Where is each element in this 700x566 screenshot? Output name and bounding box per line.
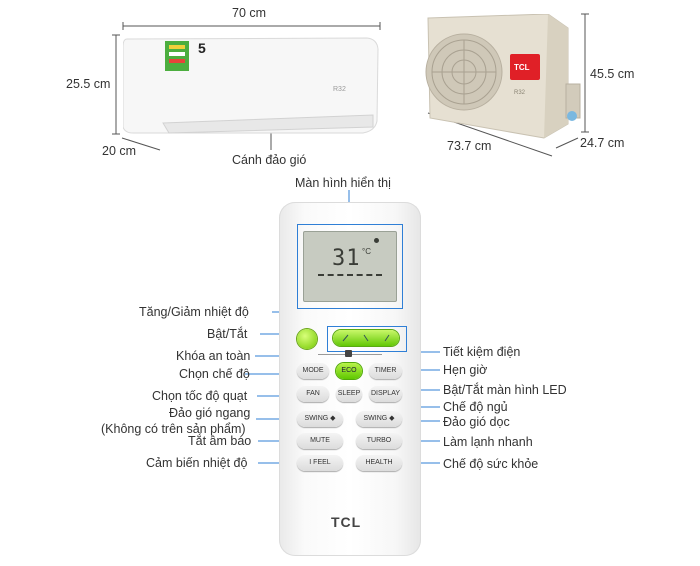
fan-button[interactable]: FAN xyxy=(297,386,329,402)
indoor-unit: 5 R32 xyxy=(122,35,380,135)
screen-unit: °C xyxy=(362,247,371,256)
screen-bars xyxy=(318,274,382,279)
display-button[interactable]: DISPLAY xyxy=(369,386,402,402)
outdoor-unit: TCL R32 xyxy=(418,13,586,142)
callout-mute: Tắt âm báo xyxy=(188,434,252,448)
display-highlight xyxy=(297,224,403,309)
temp-highlight xyxy=(327,326,407,352)
outdoor-refrigerant-text: R32 xyxy=(514,90,526,96)
outdoor-height-label: 45.5 cm xyxy=(590,67,635,81)
callout-turbo: Làm lạnh nhanh xyxy=(443,435,533,449)
swing-vertical-button[interactable]: SWING ◆ xyxy=(356,411,402,427)
remote-brand-logo: TCL xyxy=(331,514,362,530)
callout-temp: Tăng/Giảm nhiệt độ xyxy=(139,305,249,319)
indoor-refrigerant-text: R32 xyxy=(333,86,346,93)
timer-button[interactable]: TIMER xyxy=(369,363,402,379)
lcd-screen: 31 °C xyxy=(303,231,397,302)
screen-indicator-icon xyxy=(374,238,379,243)
indoor-width-label: 70 cm xyxy=(232,6,267,20)
swing-horizontal-button[interactable]: SWING ◆ xyxy=(297,411,343,427)
callout-health: Chế độ sức khỏe xyxy=(443,457,539,471)
callout-mode: Chọn chế độ xyxy=(179,367,250,381)
louver-label: Cánh đảo gió xyxy=(232,153,307,167)
indoor-height-label: 25.5 cm xyxy=(66,77,111,91)
indoor-depth-label: 20 cm xyxy=(102,144,137,158)
callout-timer: Hẹn giờ xyxy=(443,363,488,377)
mute-button[interactable]: MUTE xyxy=(297,433,343,449)
outdoor-depth-label: 24.7 cm xyxy=(580,136,625,150)
display-callout: Màn hình hiển thị xyxy=(295,176,391,190)
outdoor-brand-text: TCL xyxy=(514,63,530,72)
screen-temp: 31 xyxy=(332,246,361,271)
callout-power: Bật/Tắt xyxy=(207,327,248,341)
callout-swing-h-note: (Không có trên sản phẩm) xyxy=(101,422,246,436)
callout-lock: Khóa an toàn xyxy=(176,349,251,363)
outdoor-width-label: 73.7 cm xyxy=(447,139,492,153)
sleep-button[interactable]: SLEEP xyxy=(336,386,362,402)
eco-button[interactable]: ECO xyxy=(336,363,362,379)
callout-fan: Chọn tốc độ quạt xyxy=(152,389,248,403)
callout-eco: Tiết kiệm điện xyxy=(443,345,521,359)
ifeel-button[interactable]: I FEEL xyxy=(297,455,343,471)
callout-sleep: Chế độ ngủ xyxy=(443,400,508,414)
callout-swing-v: Đảo gió dọc xyxy=(443,415,510,429)
lock-icon xyxy=(345,350,352,357)
mode-button[interactable]: MODE xyxy=(297,363,329,379)
power-button[interactable] xyxy=(297,329,317,349)
temp-up-down-button[interactable] xyxy=(333,330,399,346)
callout-display: Bật/Tắt màn hình LED xyxy=(443,383,567,397)
turbo-button[interactable]: TURBO xyxy=(356,433,402,449)
callout-swing-h: Đảo gió ngang xyxy=(169,406,251,420)
health-button[interactable]: HEALTH xyxy=(356,455,402,471)
callout-ifeel: Cảm biến nhiệt độ xyxy=(146,456,248,470)
energy-badge: 5 xyxy=(198,40,206,56)
